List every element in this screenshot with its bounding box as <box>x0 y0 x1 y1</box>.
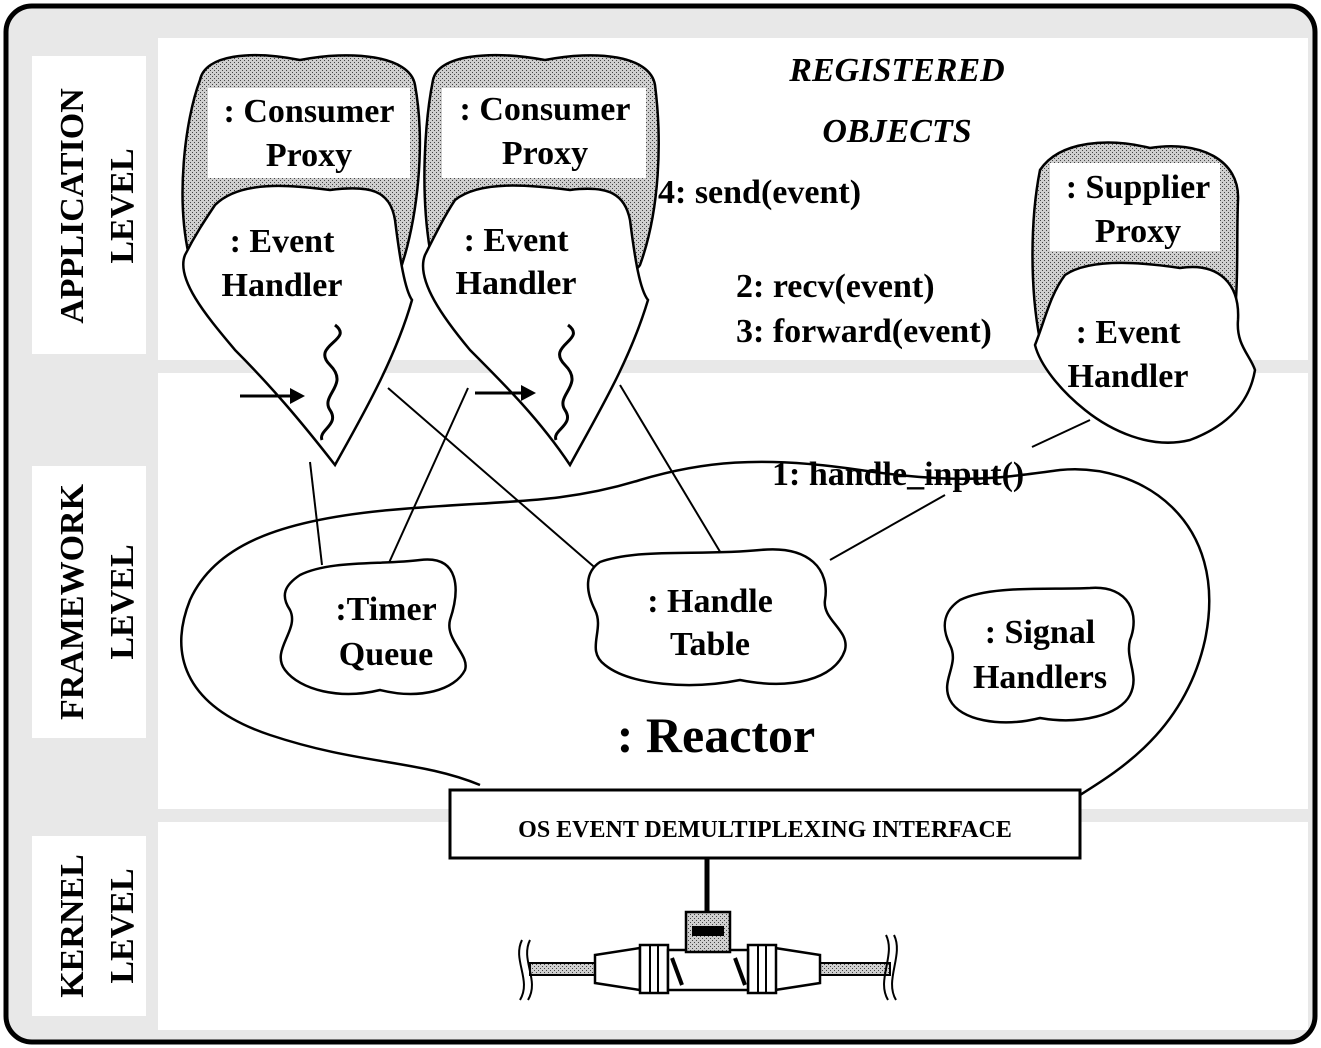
consumer-proxy-2-label-box <box>442 88 646 178</box>
application-label-box <box>32 56 146 354</box>
svg-text:KERNEL: KERNEL <box>54 854 91 998</box>
kernel-label-box <box>32 836 146 1016</box>
signal-handlers-blob <box>943 586 1135 724</box>
consumer-proxy-1-line-1: : Consumer <box>224 93 395 130</box>
svg-text:APPLICATION: APPLICATION <box>54 88 91 324</box>
thread-2-squiggle <box>554 323 575 441</box>
consumer-proxy-1: : Consumer Proxy : Event Handler <box>181 53 422 468</box>
thread-1-squiggle <box>320 323 342 441</box>
event-handler-3-line-2: Handler <box>1068 358 1189 395</box>
timer-queue-blob <box>279 558 467 696</box>
supplier-proxy: : Supplier Proxy : Event Handler <box>1031 141 1257 444</box>
event-handler-2-line-1: : Event <box>464 222 570 259</box>
application-level-label-2: LEVEL <box>104 148 141 263</box>
step-handle-input: 1: handle_input() <box>772 456 1024 493</box>
handle-table-line-1: : Handle <box>647 583 773 620</box>
network-connector-icon <box>518 858 898 1001</box>
connector-lines <box>309 384 1091 573</box>
step-forward: 3: forward(event) <box>736 313 992 350</box>
event-handler-1-line-1: : Event <box>230 223 336 260</box>
svg-text:LEVEL: LEVEL <box>104 544 141 659</box>
supplier-proxy-line-1: : Supplier <box>1066 169 1211 206</box>
signal-handlers-line-1: : Signal <box>985 614 1096 651</box>
framework-level-label-2: LEVEL <box>104 544 141 659</box>
kernel-level-label: KERNEL <box>54 854 91 998</box>
reactor-blob <box>180 460 1211 797</box>
step-send: 4: send(event) <box>658 174 861 211</box>
svg-text:LEVEL: LEVEL <box>104 868 141 983</box>
event-handler-1-blob <box>182 184 414 468</box>
event-handler-3-line-1: : Event <box>1076 314 1182 351</box>
application-level-label: APPLICATION <box>54 88 91 324</box>
framework-label-box <box>32 466 146 738</box>
supplier-proxy-label-box <box>1050 163 1220 251</box>
os-interface-box <box>448 788 1082 860</box>
kernel-level-label-2: LEVEL <box>104 868 141 983</box>
event-handler-2-blob <box>421 184 650 468</box>
step-recv: 2: recv(event) <box>736 268 935 305</box>
consumer-proxy-2-line-1: : Consumer <box>460 91 631 128</box>
event-handler-2-line-2: Handler <box>456 265 577 302</box>
consumer-proxy-2-line-2: Proxy <box>502 135 588 172</box>
handle-table-line-2: Table <box>670 626 750 663</box>
reactor-label: : Reactor <box>617 707 816 763</box>
timer-queue-line-2: Queue <box>339 636 433 673</box>
event-handler-1-line-2: Handler <box>222 267 343 304</box>
signal-handlers-line-2: Handlers <box>973 659 1107 696</box>
os-interface-label: OS EVENT DEMULTIPLEXING INTERFACE <box>518 817 1012 843</box>
registered-objects-line-1: REGISTERED <box>788 52 1004 89</box>
thread-1-arrowhead <box>290 388 305 404</box>
supplier-proxy-line-2: Proxy <box>1095 213 1181 250</box>
event-handler-3-blob <box>1033 261 1257 444</box>
timer-queue-line-1: :Timer <box>335 591 436 628</box>
svg-text:LEVEL: LEVEL <box>104 148 141 263</box>
consumer-proxy-2: : Consumer Proxy : Event Handler <box>421 53 660 468</box>
framework-level-label: FRAMEWORK <box>54 483 91 720</box>
handle-table-blob <box>586 548 847 687</box>
thread-2-arrowhead <box>521 385 536 401</box>
consumer-proxy-1-line-2: Proxy <box>266 137 352 174</box>
svg-text:FRAMEWORK: FRAMEWORK <box>54 483 91 720</box>
consumer-proxy-1-label-box <box>208 88 410 178</box>
registered-objects-line-2: OBJECTS <box>822 113 971 150</box>
